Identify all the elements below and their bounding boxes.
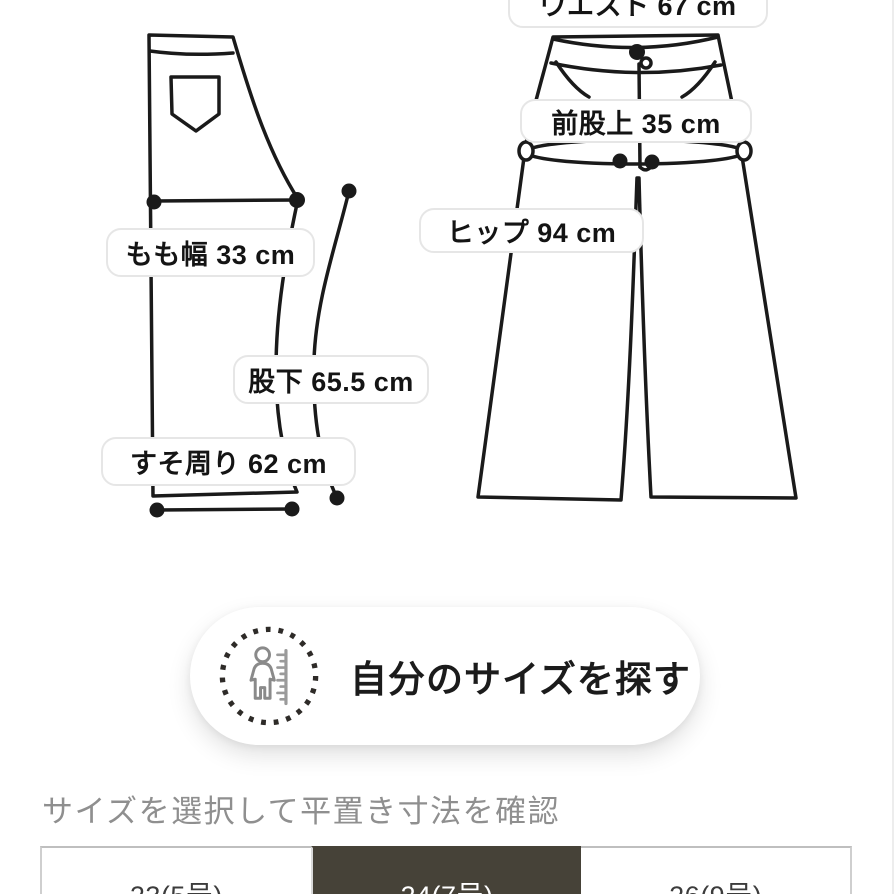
right-pocket-curve [680,60,717,99]
hem-around-measurement-label: すそ周り 62 cm [101,437,356,486]
front-rise-measurement-label: 前股上 35 cm [520,99,752,143]
person-icon [249,646,276,700]
waist-buttonhole [639,56,653,70]
back-pocket [169,75,221,133]
thigh-measure-line [152,198,299,203]
ruler-icon [276,648,288,706]
front-waistband-bottom-curve [549,61,723,75]
hip-ellipse-right-end [735,140,753,162]
inseam-measurement-label: 股下 65.5 cm [233,355,429,404]
hem-measure-line [155,507,294,512]
size-tab-23-5[interactable]: 23(5号) [40,846,311,894]
size-tab-24-7[interactable]: 24(7号) [310,846,582,894]
thigh-width-measurement-label: もも幅 33 cm [106,228,315,277]
waist-measurement-label: ウエスト 67 cm [508,0,768,28]
hip-measurement-label: ヒップ 94 cm [419,208,644,253]
pants-diagrams [146,33,798,518]
find-my-size-button[interactable]: 自分のサイズを探す [190,607,700,745]
body-measure-icon [219,626,319,726]
size-tab-bar: 23(5号) 24(7号) 26(9号) [40,846,853,894]
dotted-circle [219,626,319,726]
hip-ellipse-left-end [517,140,535,162]
page-right-border [892,0,894,894]
find-my-size-label: 自分のサイズを探す [350,659,691,700]
size-tab-26-9[interactable]: 26(9号) [581,846,853,894]
measure-dots [146,44,660,518]
side-waistband-line [148,49,235,57]
size-select-heading: サイズを選択して平置き寸法を確認 [42,794,561,829]
left-pocket-curve [554,60,591,99]
